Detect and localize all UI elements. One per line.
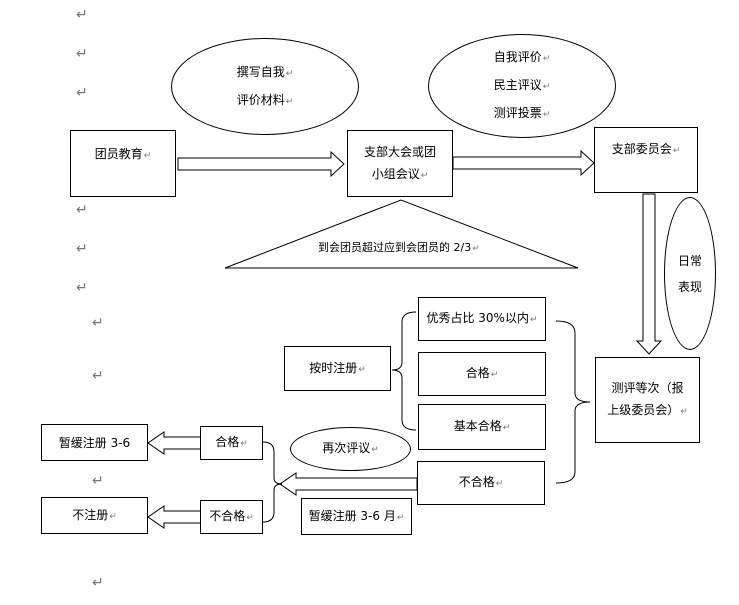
- return-mark: ↵: [680, 407, 688, 417]
- paragraph-mark: ↵: [76, 202, 88, 218]
- box-text: 支部委员会: [611, 142, 672, 156]
- box-text: 合格: [465, 366, 490, 380]
- register-bracket: [391, 311, 417, 431]
- evaluation-ellipse: 自我评价↵ 民主评议↵ 测评投票↵: [428, 34, 616, 138]
- box-text: 优秀占比 30%以内: [426, 311, 529, 325]
- ellipse-text: 撰写自我: [236, 64, 285, 79]
- return-mark: ↵: [396, 512, 405, 523]
- write-self-evaluation-ellipse: 撰写自我↵ 评价材料↵: [171, 38, 359, 135]
- branch-committee-box: 支部委员会↵: [594, 127, 698, 193]
- ellipse-text: 日常: [677, 253, 702, 268]
- member-education-box: 团员教育↵: [70, 130, 176, 197]
- return-mark: ↵: [542, 54, 551, 64]
- result-brace: [262, 441, 283, 523]
- return-mark: ↵: [109, 511, 117, 522]
- box-text: 不合格: [458, 475, 495, 489]
- box-text: 暂缓注册 3-6 月: [308, 508, 396, 523]
- box-text: 不合格: [209, 509, 246, 523]
- return-mark: ↵: [542, 82, 551, 92]
- arrow-education-to-meeting: [177, 150, 345, 178]
- box-text: 合格: [215, 435, 240, 449]
- rating-level-box: 测评等次（报 上级委员会）↵: [595, 357, 700, 443]
- left-pass-box: 合格↵: [200, 426, 263, 460]
- paragraph-mark: ↵: [76, 85, 88, 101]
- box-text: 测评等次（报: [611, 381, 684, 395]
- daily-performance-ellipse: 日常 表现: [664, 197, 716, 350]
- box-text: 小组会议: [371, 166, 420, 181]
- return-mark: ↵: [240, 439, 248, 449]
- rating-brace: [555, 320, 591, 484]
- arrow-committee-to-rating: [635, 193, 663, 355]
- paragraph-mark: ↵: [92, 473, 104, 489]
- left-fail-box: 不合格↵: [200, 500, 263, 534]
- return-mark: ↵: [358, 364, 366, 375]
- return-mark: ↵: [285, 68, 294, 79]
- quorum-text: 到会团员超过应到会团员的 2/3: [318, 241, 472, 254]
- box-text: 暂缓注册 3-6: [58, 435, 131, 450]
- excellent-box: 优秀占比 30%以内↵: [418, 297, 546, 341]
- branch-meeting-box: 支部大会或团 小组会议↵: [347, 130, 453, 197]
- arrow-pass-to-defer: [147, 431, 202, 455]
- fail-box: 不合格↵: [417, 461, 545, 505]
- paragraph-mark: ↵: [76, 280, 88, 296]
- paragraph-mark: ↵: [76, 46, 88, 62]
- return-mark: ↵: [285, 96, 294, 107]
- arrow-fail-to-junction: [279, 472, 418, 496]
- return-mark: ↵: [472, 244, 480, 254]
- box-text: 不注册: [72, 507, 109, 522]
- pass-box: 合格↵: [418, 352, 546, 396]
- defer-register-months-box: 暂缓注册 3-6 月↵: [301, 498, 412, 535]
- ellipse-text: 评价材料: [236, 92, 285, 107]
- return-mark: ↵: [371, 445, 379, 455]
- return-mark: ↵: [246, 513, 254, 523]
- box-text: 支部大会或团: [363, 144, 436, 159]
- ellipse-text: 民主评议: [493, 78, 542, 92]
- no-register-box: 不注册↵: [41, 497, 148, 534]
- arrow-meeting-to-committee: [452, 149, 595, 177]
- paragraph-mark: ↵: [92, 575, 104, 591]
- basic-pass-box: 基本合格↵: [418, 404, 546, 450]
- re-evaluation-ellipse: 再次评议↵: [290, 427, 411, 471]
- box-text: 按时注册: [309, 360, 358, 375]
- return-mark: ↵: [420, 170, 429, 181]
- paragraph-mark: ↵: [76, 7, 88, 23]
- return-mark: ↵: [542, 110, 551, 120]
- defer-register-box: 暂缓注册 3-6: [41, 424, 148, 461]
- quorum-triangle: [224, 199, 579, 269]
- ellipse-text: 测评投票: [493, 106, 542, 120]
- ellipse-text: 再次评议: [322, 441, 371, 455]
- paragraph-mark: ↵: [92, 315, 104, 331]
- return-mark: ↵: [672, 146, 681, 156]
- return-mark: ↵: [529, 315, 538, 325]
- box-text: 团员教育: [94, 147, 143, 161]
- return-mark: ↵: [490, 370, 499, 380]
- return-mark: ↵: [502, 423, 511, 433]
- return-mark: ↵: [495, 479, 504, 489]
- paragraph-mark: ↵: [76, 241, 88, 257]
- quorum-label: 到会团员超过应到会团员的 2/3↵: [318, 241, 480, 256]
- register-on-time-box: 按时注册↵: [284, 346, 391, 391]
- box-text: 基本合格: [453, 419, 502, 433]
- arrow-fail-to-no-register: [147, 505, 202, 529]
- paragraph-mark: ↵: [92, 368, 104, 384]
- ellipse-text: 表现: [677, 279, 702, 294]
- ellipse-text: 自我评价: [493, 50, 542, 64]
- box-text: 上级委员会）: [607, 403, 680, 417]
- return-mark: ↵: [143, 151, 152, 161]
